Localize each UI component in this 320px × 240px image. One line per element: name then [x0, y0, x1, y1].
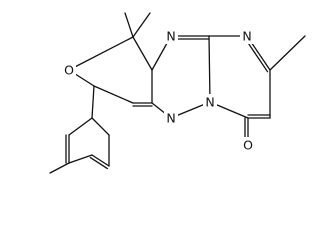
imine-nitrogen-top-left-label: N — [166, 29, 175, 44]
azo-nitrogen-bottom-label: N — [166, 111, 175, 126]
bridge-nitrogen-label: N — [205, 95, 214, 110]
bond-line — [68, 36, 134, 71]
bond-line — [49, 162, 70, 174]
chemical-structure-diagram: O N N N N O — [49, 12, 306, 174]
bond-line — [68, 117, 93, 136]
bond-line — [91, 154, 110, 167]
double-bond-line — [89, 156, 109, 170]
atom-imine-nitrogen-top-left: N — [164, 28, 178, 44]
atom-azo-nitrogen-bottom: N — [164, 110, 178, 126]
bond-line — [91, 85, 95, 119]
ring-oxygen-label: O — [64, 63, 74, 78]
bond-line — [68, 154, 93, 164]
bond-line — [91, 117, 110, 136]
atom-bridge-nitrogen: N — [203, 94, 217, 110]
bond-line — [124, 12, 134, 38]
bond-line — [132, 36, 153, 71]
carbonyl-oxygen-label: O — [243, 138, 253, 153]
atom-carbonyl-oxygen: O — [241, 137, 255, 153]
bond-line — [269, 35, 306, 71]
atom-ring-oxygen: O — [62, 62, 76, 78]
atom-imine-nitrogen-top-right: N — [240, 28, 254, 44]
bond-line — [93, 85, 134, 104]
imine-nitrogen-top-right-label: N — [242, 29, 251, 44]
bond-lines — [49, 12, 306, 174]
bond-line — [208, 35, 211, 103]
bond-line — [132, 12, 151, 38]
